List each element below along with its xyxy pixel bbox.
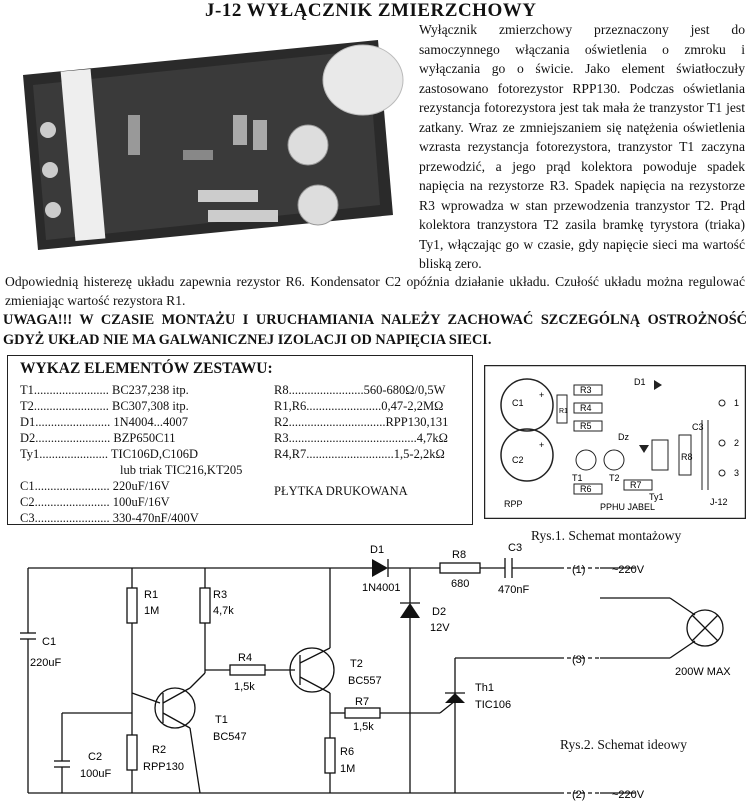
pcb-label: C2 xyxy=(512,455,524,465)
terminal-label: (3) xyxy=(572,654,585,666)
pcb-label: Dz xyxy=(618,432,629,442)
pcb-label: C3 xyxy=(692,422,704,432)
parts-line: R4,R7............................1,5-2,2… xyxy=(274,447,445,461)
label-t2: T2 xyxy=(350,658,363,670)
page-title: J-12 WYŁĄCZNIK ZMIERZCHOWY xyxy=(205,0,537,21)
label-r4: R4 xyxy=(238,652,252,664)
pcb-label: + xyxy=(539,390,544,400)
value-th1: TIC106 xyxy=(475,699,511,711)
label-r6: R6 xyxy=(340,746,354,758)
label-r7: R7 xyxy=(355,696,369,708)
parts-line: Ty1...................... TIC106D,C106D xyxy=(20,447,199,461)
parts-line: PŁYTKA DRUKOWANA xyxy=(274,484,408,498)
pcb-photo xyxy=(8,20,411,260)
value-r6: 1M xyxy=(340,763,355,775)
parts-line: C3........................ 330-470nF/400… xyxy=(20,511,199,525)
label-r1: R1 xyxy=(144,589,158,601)
parts-line: C2........................ 100uF/16V xyxy=(20,495,170,509)
parts-line: R3......................................… xyxy=(274,431,448,445)
parts-list-title: WYKAZ ELEMENTÓW ZESTAWU: xyxy=(20,360,273,377)
label-d2: D2 xyxy=(432,606,446,618)
label-c3: C3 xyxy=(508,543,522,554)
label-r3: R3 xyxy=(213,589,227,601)
pcb-label: R8 xyxy=(681,452,693,462)
circuit-schematic: C1 220uF R1 1M R3 4,7k R4 1,5k T1 BC547 … xyxy=(20,543,731,801)
value-t1: BC547 xyxy=(213,731,247,743)
pcb-label: PPHU JABEL xyxy=(600,502,655,512)
warning-text: UWAGA!!! W CZASIE MONTAŻU I URUCHAMIANIA… xyxy=(3,312,747,348)
intro-text: Wyłącznik zmierzchowy przeznaczony jest … xyxy=(419,22,745,271)
pcb-label: R5 xyxy=(580,421,592,431)
pcb-label: RPP xyxy=(504,499,523,509)
parts-list: WYKAZ ELEMENTÓW ZESTAWU: T1.............… xyxy=(7,355,473,525)
voltage-label: ~220V xyxy=(612,564,645,576)
label-t1: T1 xyxy=(215,714,228,726)
assembly-diagram: C1 C2 + + R1 R3 R4 R5 R6 R7 R8 C3 D1 Dz … xyxy=(484,365,746,519)
label-r8: R8 xyxy=(452,549,466,561)
parts-line: R1,R6........................0,47-2,2MΩ xyxy=(274,399,444,413)
lamp-label: 200W MAX xyxy=(675,666,731,678)
pcb-label: 3 xyxy=(734,468,739,478)
pcb-label: 2 xyxy=(734,438,739,448)
pcb-label: R7 xyxy=(630,480,642,490)
label-r2: R2 xyxy=(152,744,166,756)
value-r1: 1M xyxy=(144,605,159,617)
value-c1: 220uF xyxy=(30,657,61,669)
value-r8: 680 xyxy=(451,578,469,590)
pcb-label: R6 xyxy=(580,484,592,494)
parts-line: T1........................ BC237,238 itp… xyxy=(20,383,189,397)
label-c1: C1 xyxy=(42,636,56,648)
value-d1: 1N4001 xyxy=(362,582,401,594)
parts-line: T2........................ BC307,308 itp… xyxy=(20,399,189,413)
pcb-label: C1 xyxy=(512,398,524,408)
pcb-label: 1 xyxy=(734,398,739,408)
value-r4: 1,5k xyxy=(234,681,255,693)
value-d2: 12V xyxy=(430,622,450,634)
pcb-label: + xyxy=(539,440,544,450)
pcb-label: J-12 xyxy=(710,497,728,507)
parts-line: lub triak TIC216,KT205 xyxy=(20,463,243,477)
assembly-caption: Rys.1. Schemat montażowy xyxy=(531,528,682,543)
parts-line: D1........................ 1N4004...4007 xyxy=(20,415,189,429)
pcb-label: Ty1 xyxy=(649,492,664,502)
terminal-label: (1) xyxy=(572,564,585,576)
value-c2: 100uF xyxy=(80,768,111,780)
label-d1: D1 xyxy=(370,544,384,556)
label-c2: C2 xyxy=(88,751,102,763)
pcb-label: D1 xyxy=(634,377,646,387)
parts-line: D2........................ BZP650C11 xyxy=(20,431,176,445)
value-r7: 1,5k xyxy=(353,721,374,733)
voltage-label: ~220V xyxy=(612,789,645,801)
parts-line: C1........................ 220uF/16V xyxy=(20,479,170,493)
terminal-label: (2) xyxy=(572,789,585,801)
label-th1: Th1 xyxy=(475,682,494,694)
parts-line: R8........................560-680Ω/0,5W xyxy=(274,383,446,397)
pcb-label: R1 xyxy=(559,408,568,415)
value-r2: RPP130 xyxy=(143,761,184,773)
value-t2: BC557 xyxy=(348,675,382,687)
pcb-label: T2 xyxy=(609,473,620,483)
pcb-label: R3 xyxy=(580,385,592,395)
value-r3: 4,7k xyxy=(213,605,234,617)
schematic-caption: Rys.2. Schemat ideowy xyxy=(560,737,687,752)
pcb-label: R4 xyxy=(580,403,592,413)
parts-line: R2...............................RPP130,… xyxy=(274,415,449,429)
hysteresis-text: Odpowiednią histerezę układu zapewnia re… xyxy=(5,274,745,308)
pcb-label: T1 xyxy=(572,473,583,483)
value-c3: 470nF xyxy=(498,584,529,596)
